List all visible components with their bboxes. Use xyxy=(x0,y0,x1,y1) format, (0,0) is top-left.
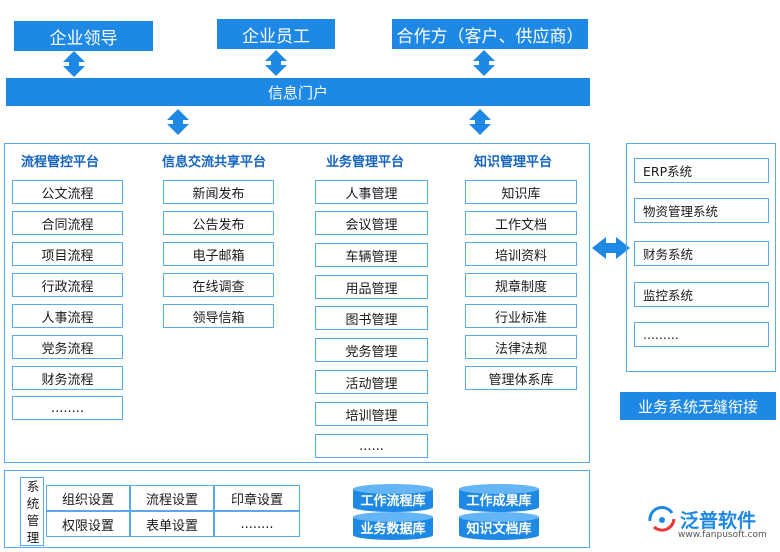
settings-cell: 流程设置 xyxy=(130,485,214,511)
flow-item: 项目流程 xyxy=(12,242,123,266)
enterprise-leader-box: 企业领导 xyxy=(14,21,153,51)
platform-title-share: 信息交流共享平台 xyxy=(162,155,267,170)
system-item: ERP系统 xyxy=(634,158,769,183)
system-management-label: 系统管理 xyxy=(26,479,40,545)
share-item: 在线调查 xyxy=(163,273,274,297)
bottom-frame xyxy=(4,470,590,548)
system-item: 监控系统 xyxy=(634,282,769,307)
database-icon xyxy=(459,512,539,540)
flow-item: 合同流程 xyxy=(12,211,123,235)
business-item: 党务管理 xyxy=(315,338,428,362)
share-item: 电子邮箱 xyxy=(163,242,274,266)
seamless-caption: 业务系统无缝衔接 xyxy=(620,392,776,420)
business-item: 图书管理 xyxy=(315,306,428,330)
platform-title-business: 业务管理平台 xyxy=(326,155,405,170)
share-item: 领导信箱 xyxy=(163,304,274,328)
business-item: 人事管理 xyxy=(315,180,428,204)
enterprise-staff-box: 企业员工 xyxy=(217,19,335,49)
systems-frame xyxy=(626,143,776,372)
logo-url: www.fanpusoft.com xyxy=(678,530,767,540)
settings-cell: 印章设置 xyxy=(214,485,300,511)
database-icon xyxy=(353,512,433,540)
business-item: 培训管理 xyxy=(315,402,428,426)
system-item: 财务系统 xyxy=(634,241,769,266)
business-item: 车辆管理 xyxy=(315,243,428,267)
knowledge-item: 法律法规 xyxy=(465,335,577,359)
database-icon xyxy=(353,484,433,512)
logo-text: 泛普软件 xyxy=(680,510,757,532)
database-label: 业务数据库 xyxy=(360,521,426,537)
settings-cell: 表单设置 xyxy=(130,511,214,537)
settings-cell: 权限设置 xyxy=(46,511,130,537)
system-item: ......... xyxy=(634,322,769,347)
flow-item: 行政流程 xyxy=(12,273,123,297)
system-item: 物资管理系统 xyxy=(634,198,769,223)
flow-item: ........ xyxy=(12,396,123,420)
knowledge-item: 规章制度 xyxy=(465,273,577,297)
knowledge-item: 管理体系库 xyxy=(465,366,577,390)
database-label: 知识文档库 xyxy=(466,521,532,537)
share-item: 公告发布 xyxy=(163,211,274,235)
platforms-frame xyxy=(4,143,590,463)
info-portal-bar: 信息门户 xyxy=(6,78,590,106)
arrow-horizontal-systems xyxy=(592,237,630,259)
settings-cell: 组织设置 xyxy=(46,485,130,511)
business-item: 用品管理 xyxy=(315,275,428,299)
database-label: 工作成果库 xyxy=(466,493,532,509)
system-management-box xyxy=(20,477,44,546)
flow-item: 财务流程 xyxy=(12,366,123,390)
business-item: ...... xyxy=(315,434,428,458)
knowledge-item: 工作文档 xyxy=(465,211,577,235)
flow-item: 党务流程 xyxy=(12,335,123,359)
logo-icon xyxy=(648,506,676,532)
database-label: 工作流程库 xyxy=(360,493,426,509)
flow-item: 人事流程 xyxy=(12,304,123,328)
business-item: 活动管理 xyxy=(315,370,428,394)
knowledge-item: 培训资料 xyxy=(465,242,577,266)
knowledge-item: 行业标准 xyxy=(465,304,577,328)
platform-title-flow: 流程管控平台 xyxy=(21,155,100,170)
flow-item: 公文流程 xyxy=(12,180,123,204)
database-icon xyxy=(459,484,539,512)
share-item: 新闻发布 xyxy=(163,180,274,204)
business-item: 会议管理 xyxy=(315,211,428,235)
knowledge-item: 知识库 xyxy=(465,180,577,204)
platform-title-knowledge: 知识管理平台 xyxy=(474,155,553,170)
partners-box: 合作方（客户、供应商） xyxy=(392,19,588,49)
settings-cell: ........ xyxy=(214,511,300,537)
